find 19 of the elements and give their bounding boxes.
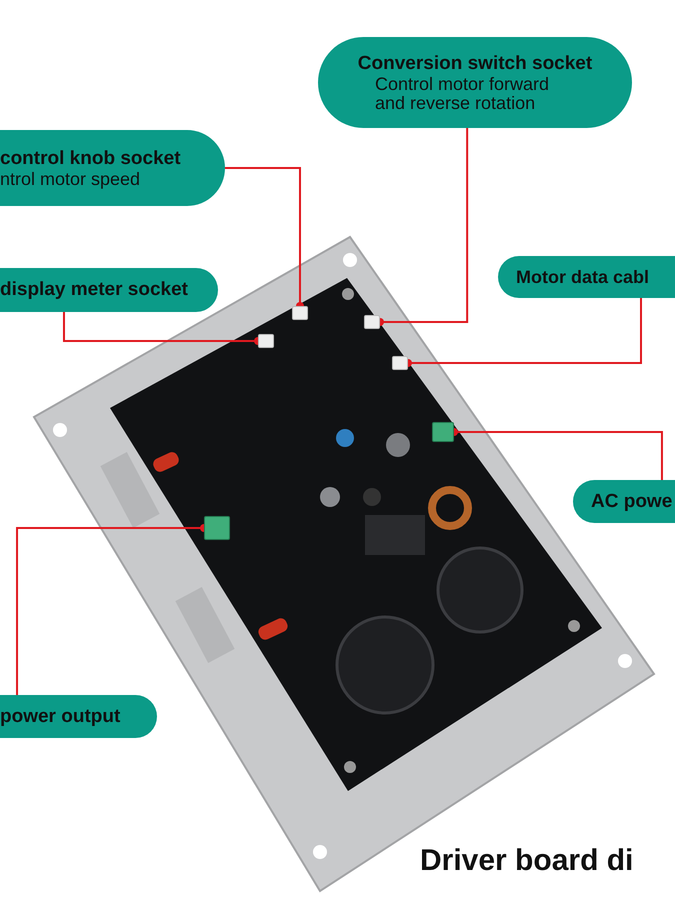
callout-title: Motor data cabl xyxy=(516,266,650,288)
callout-pill xyxy=(498,256,675,298)
callout-title: Conversion switch socket xyxy=(358,52,592,76)
connector-socket xyxy=(364,315,380,329)
callout-title: AC powe xyxy=(591,490,672,514)
callout-description: Control motor forward and reverse rotation xyxy=(375,75,550,114)
callout-pill xyxy=(0,695,157,738)
connector-socket xyxy=(292,306,308,320)
connector-socket xyxy=(432,422,454,442)
connector-socket xyxy=(392,356,408,370)
callout-title: power output xyxy=(0,704,120,728)
callout-title: control knob socket xyxy=(0,146,181,170)
callout-pill xyxy=(0,268,218,312)
callout-pill xyxy=(0,130,225,206)
callout-title: display meter socket xyxy=(0,278,188,302)
callout-description: ntrol motor speed xyxy=(0,170,140,190)
connector-socket xyxy=(258,334,274,348)
connector-socket xyxy=(204,516,230,540)
diagram-title: Driver board di xyxy=(420,843,634,879)
